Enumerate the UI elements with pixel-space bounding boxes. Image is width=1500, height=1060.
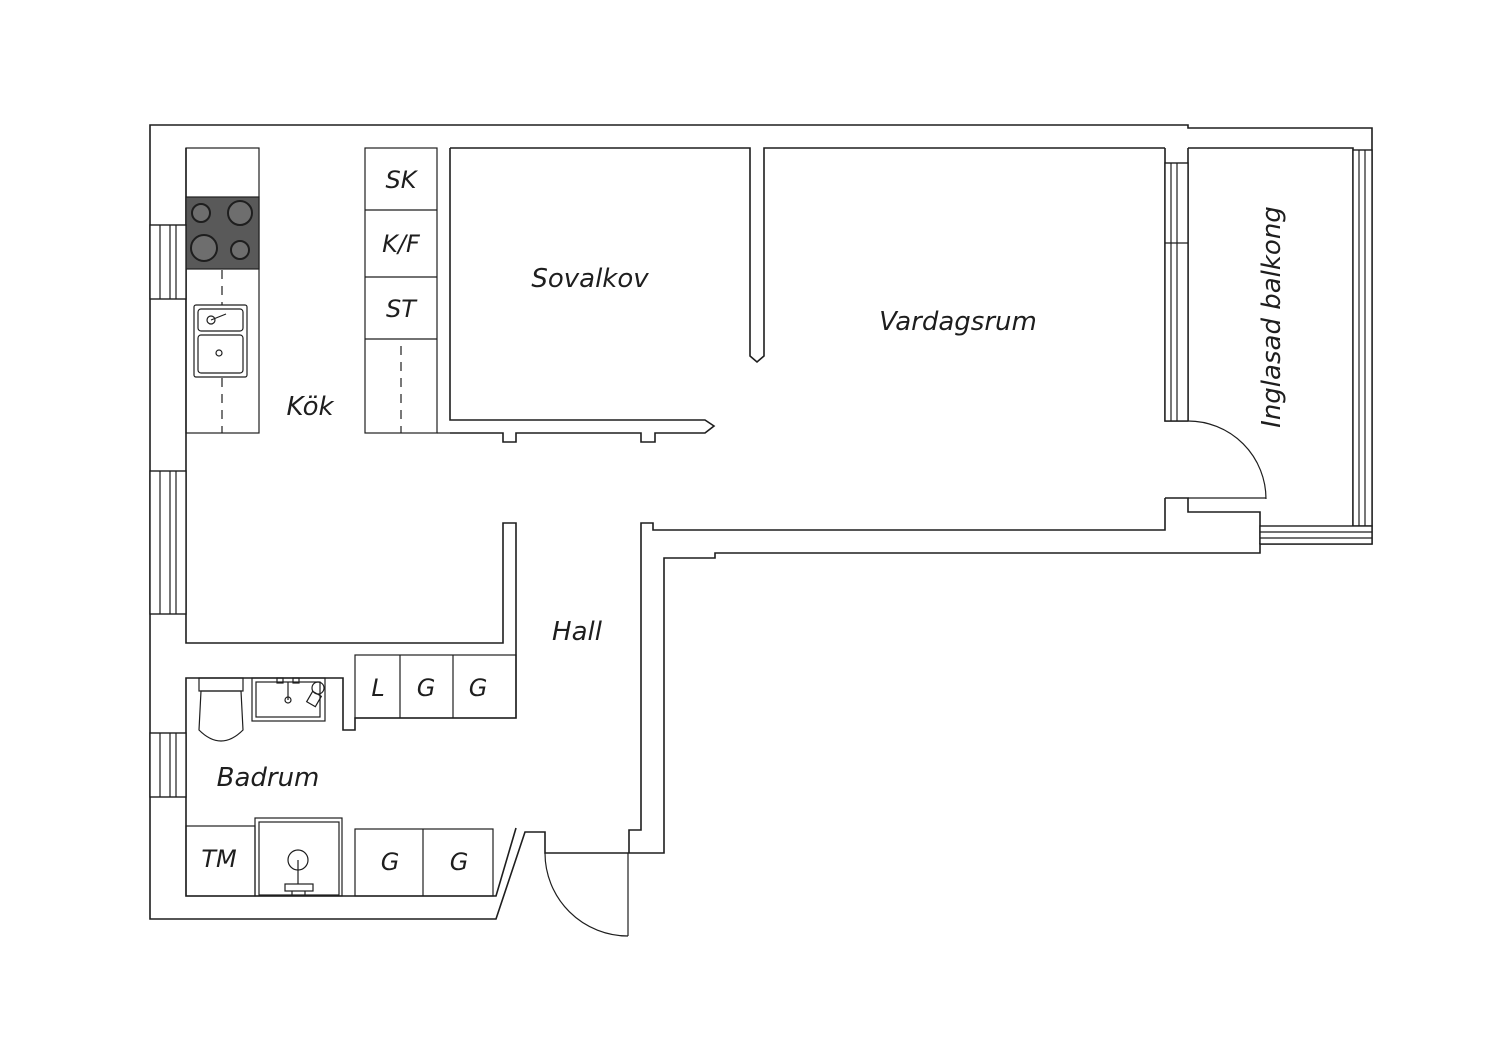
storage-label: ST <box>386 295 418 323</box>
hall-wardrobes <box>354 654 517 719</box>
balcony-door-icon <box>1187 420 1267 500</box>
wardrobe-label: G <box>417 674 436 702</box>
living-room-label: Vardagsrum <box>879 307 1037 337</box>
shower-icon <box>254 817 343 897</box>
bathroom-label: Badrum <box>217 763 320 793</box>
alcove-label: Sovalkov <box>531 264 649 294</box>
wardrobe-label: G <box>381 848 400 876</box>
windows <box>149 149 1373 798</box>
bathroom-cabinets <box>185 825 494 897</box>
kitchen-counter-left <box>185 147 260 434</box>
wardrobe-label: G <box>469 674 488 702</box>
linen-cabinet-label: L <box>371 674 384 702</box>
wardrobe-label: G <box>450 848 469 876</box>
washbasin-icon <box>251 677 326 722</box>
alcove-walls <box>449 147 1165 443</box>
kitchen-label: Kök <box>286 392 334 422</box>
sink-icon <box>193 304 248 378</box>
toilet-icon <box>198 677 244 742</box>
fridge-freezer-label: K/F <box>382 230 421 258</box>
hall-label: Hall <box>552 617 603 647</box>
kitchen-tall-cabinets <box>364 147 450 434</box>
living-walls <box>628 147 1354 853</box>
balcony-label: Inglasad balkong <box>1257 206 1287 428</box>
entrance-door-icon <box>544 852 629 937</box>
washer-label: TM <box>201 845 237 873</box>
freezer-label: SK <box>386 166 419 194</box>
